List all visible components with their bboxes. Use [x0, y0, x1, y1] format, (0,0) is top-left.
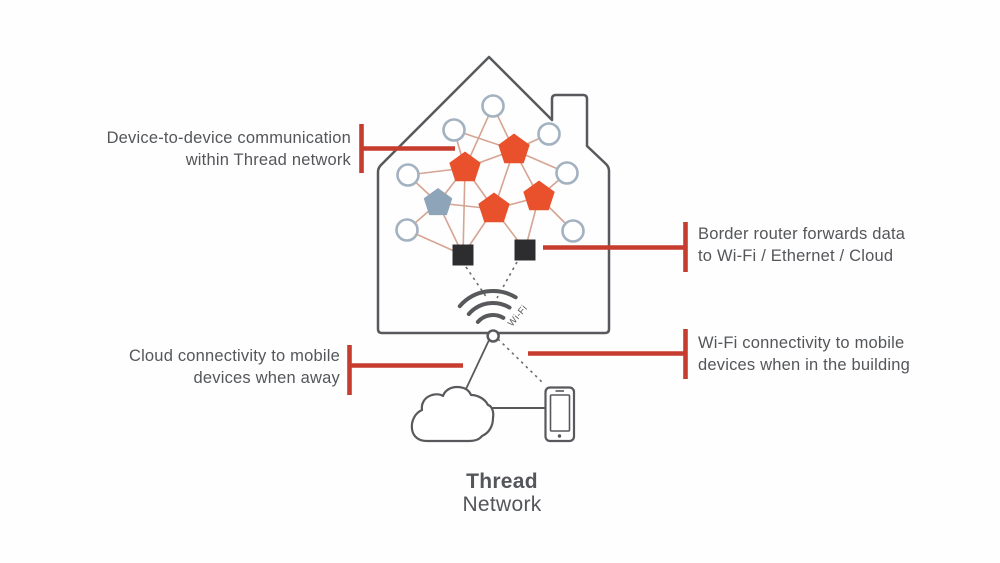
phone-home-button — [557, 434, 562, 438]
house-outline — [376, 55, 611, 335]
end-device-node — [442, 118, 466, 142]
border-router-node — [514, 239, 536, 261]
end-device-node — [395, 218, 419, 242]
annotation-cloud-connectivity: Cloud connectivity to mobile devices whe… — [129, 346, 340, 389]
annotation-device-to-device: Device-to-device communication within Th… — [107, 128, 351, 171]
connector-border-router — [543, 222, 688, 272]
connector-cloud-connectivity — [347, 345, 463, 395]
wifi-arc-inner — [475, 312, 506, 324]
wifi-arc-outer — [457, 289, 518, 309]
end-device-node — [561, 219, 585, 243]
phone-icon — [544, 386, 576, 443]
wifi-to-phone-link — [497, 338, 545, 385]
annotation-border-router: Border router forwards data to Wi-Fi / E… — [698, 224, 905, 267]
annotation-text-line: within Thread network — [185, 150, 351, 169]
annotation-wifi-connectivity: Wi-Fi connectivity to mobile devices whe… — [698, 333, 910, 376]
mesh-edge — [462, 167, 466, 256]
phone-screen — [549, 394, 571, 432]
annotation-text-line: Wi-Fi connectivity to mobile — [698, 334, 905, 352]
end-device-node — [481, 94, 505, 118]
annotation-text-line: devices when in the building — [698, 355, 910, 374]
border-router-node — [452, 244, 474, 266]
mesh-network — [395, 94, 585, 266]
end-device-node — [555, 161, 579, 185]
wifi-icon — [457, 289, 518, 343]
annotation-text-line: to Wi-Fi / Ethernet / Cloud — [698, 246, 894, 265]
wifi-arc-middle — [466, 300, 512, 317]
router-node — [449, 151, 481, 182]
router-node — [478, 192, 510, 223]
diagram-title-line1: Thread — [466, 470, 538, 493]
annotation-text-line: devices when away — [193, 368, 340, 387]
diagram-title: Thread Network — [352, 470, 652, 516]
connector-wifi-connectivity — [528, 329, 688, 379]
leader-node — [423, 188, 453, 216]
annotation-text-line: Cloud connectivity to mobile — [128, 347, 340, 365]
annotation-text-line: Device-to-device communication — [106, 129, 351, 147]
diagram-title-line2: Network — [462, 492, 542, 516]
connector-device-to-device — [359, 124, 455, 173]
router-node — [498, 133, 530, 164]
cloud-icon — [410, 385, 495, 443]
wifi-to-cloud-link — [465, 337, 491, 390]
end-device-node — [537, 122, 561, 146]
phone-body — [544, 386, 576, 443]
wifi-dot — [486, 329, 500, 343]
router-node — [523, 180, 555, 211]
end-device-node — [396, 163, 420, 187]
annotation-text-line: Border router forwards data — [698, 225, 906, 243]
